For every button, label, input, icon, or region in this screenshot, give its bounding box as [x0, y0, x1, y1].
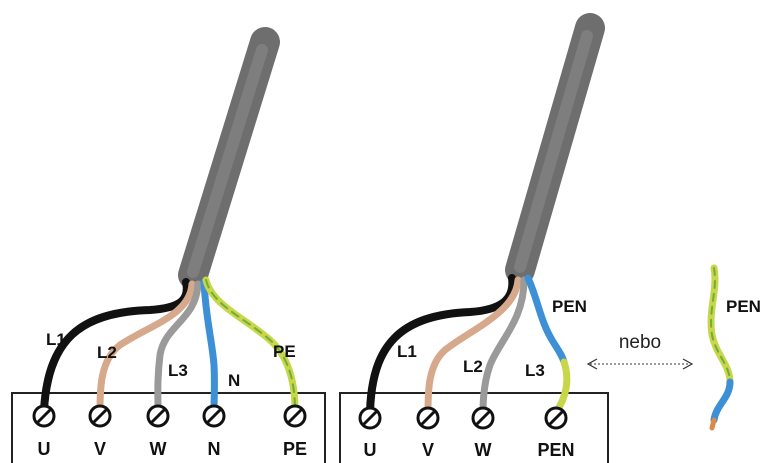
left-terminal-pe: [283, 404, 307, 428]
left-label-l2: L2: [97, 343, 117, 362]
left-wire-l3: [154, 280, 202, 414]
left-label-pe: PE: [273, 342, 296, 361]
right-terminal-block: [339, 392, 609, 463]
right-label-l3: L3: [525, 361, 545, 380]
left-terminal-u: [32, 404, 56, 428]
left-diagram: L1 L2 L3 N PE U V W N PE: [11, 27, 326, 463]
right-terminal-pen: [544, 406, 568, 430]
left-terminal-w: [146, 404, 170, 428]
left-cable-highlight: [187, 44, 268, 278]
right-terminal-u: [358, 406, 382, 430]
right-wire-l1: [366, 274, 517, 416]
left-terminal-block: [11, 392, 326, 463]
left-terminal-label-pe: PE: [283, 439, 307, 459]
right-terminal-w: [471, 406, 495, 430]
right-terminal-label-v: V: [422, 440, 434, 460]
left-terminal-label-w: W: [150, 439, 167, 459]
right-wire-pen-yellow: [552, 358, 571, 416]
right-terminal-label-pen: PEN: [537, 440, 574, 460]
right-wire-l2: [424, 276, 522, 416]
right-cable-highlight: [514, 30, 593, 273]
left-wire-pe-stripe: [205, 279, 296, 411]
left-wire-l2: [96, 280, 196, 414]
left-label-l1: L1: [46, 330, 66, 349]
left-label-l3: L3: [168, 361, 188, 380]
right-label-l1: L1: [397, 342, 417, 361]
loose-pen-wire-blue: [710, 378, 734, 424]
right-wire-pen-blue: [524, 274, 568, 366]
right-label-l2: L2: [463, 357, 483, 376]
loose-pen-wire-copper-tip: [709, 417, 717, 431]
alternative-section: nebo PEN: [586, 264, 761, 431]
right-terminal-label-w: W: [475, 440, 492, 460]
double-arrow-icon: [586, 358, 694, 370]
loose-pen-wire-stripe: [710, 267, 731, 383]
right-diagram: L1 L2 L3 PEN U V W PEN: [339, 13, 609, 463]
left-terminal-n: [202, 404, 226, 428]
left-terminal-label-v: V: [94, 439, 106, 459]
left-terminal-label-n: N: [208, 439, 221, 459]
loose-pen-label: PEN: [726, 297, 761, 316]
right-label-pen: PEN: [552, 297, 587, 316]
left-wire-n: [200, 278, 218, 414]
left-terminal-label-u: U: [38, 439, 51, 459]
nebo-text: nebo: [619, 332, 661, 353]
right-terminal-label-u: U: [364, 440, 377, 460]
left-label-n: N: [228, 371, 240, 390]
left-terminal-v: [88, 404, 112, 428]
right-terminal-v: [416, 406, 440, 430]
right-wire-l3: [479, 276, 528, 416]
